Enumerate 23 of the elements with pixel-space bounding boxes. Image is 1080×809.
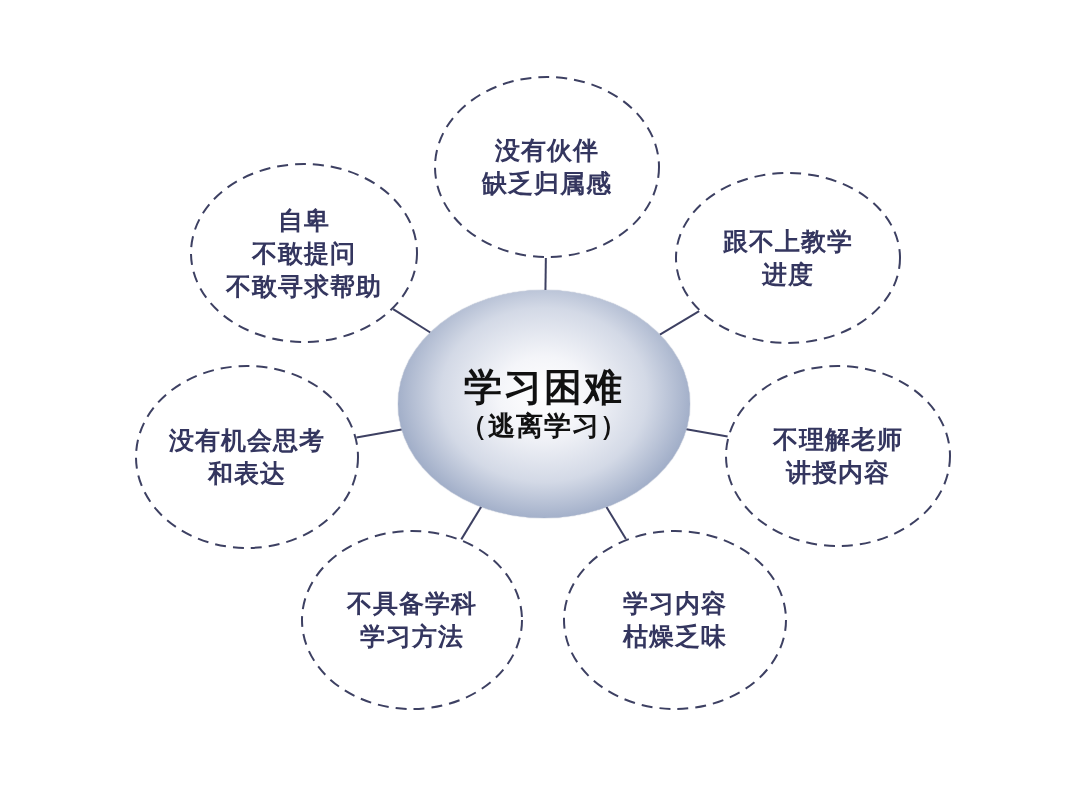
- topic-title: 学习困难: [464, 365, 624, 409]
- problem-text: 自卑不敢提问不敢寻求帮助: [226, 204, 382, 303]
- problem-text: 没有伙伴缺乏归属感: [482, 135, 612, 200]
- problem-text: 不理解老师讲授内容: [773, 424, 903, 489]
- dashed-circle: [301, 530, 523, 710]
- connector-line: [658, 310, 701, 336]
- dashed-circle: [190, 163, 418, 343]
- dashed-circle: [675, 172, 901, 344]
- dashed-circle: [135, 365, 359, 549]
- connector-line: [460, 505, 483, 541]
- dashed-circle: [563, 530, 787, 710]
- connector-line: [355, 428, 403, 439]
- connector-line: [392, 308, 432, 334]
- problem-text: 没有机会思考和表达: [169, 425, 325, 490]
- connector-line: [685, 428, 729, 438]
- problem-text: 不具备学科学习方法: [347, 588, 477, 653]
- dashed-circle: [434, 76, 660, 258]
- topic-subtitle: （逃离学习）: [460, 409, 628, 443]
- dashed-circle: [725, 365, 951, 547]
- problem-text: 学习内容枯燥乏味: [623, 588, 727, 653]
- problem-text: 跟不上教学进度: [723, 226, 853, 291]
- connector-line: [544, 257, 547, 291]
- connector-line: [605, 506, 627, 541]
